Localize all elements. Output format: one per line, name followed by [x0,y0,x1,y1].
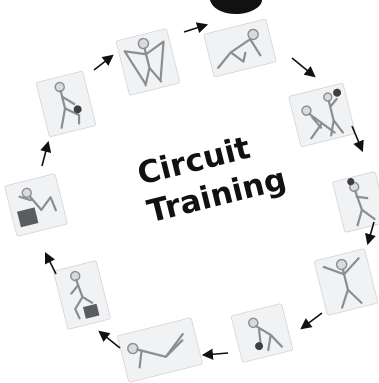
arrow [292,58,314,76]
station-medicine-ball-squat [36,71,96,137]
arrow [46,254,56,274]
arrow [100,332,120,348]
arrow [42,143,48,166]
station-kettlebell-deadlift [231,303,293,362]
station-kettlebell-swing [332,171,379,232]
station-mountain-climber [204,19,277,77]
cropped-letter-fragment [210,0,262,14]
station-side-plank [314,249,378,316]
arrow [184,25,206,32]
station-leg-raise [117,318,202,383]
arrow [94,56,112,70]
station-medicine-ball-lunge [289,83,356,147]
station-band-pull-apart [116,29,180,96]
diagram-title: Circuit Training [134,123,290,230]
arrow [302,313,322,328]
station-step-up [53,261,110,330]
station-crunch [4,173,67,236]
arrow [204,353,228,355]
arrow [352,126,362,150]
